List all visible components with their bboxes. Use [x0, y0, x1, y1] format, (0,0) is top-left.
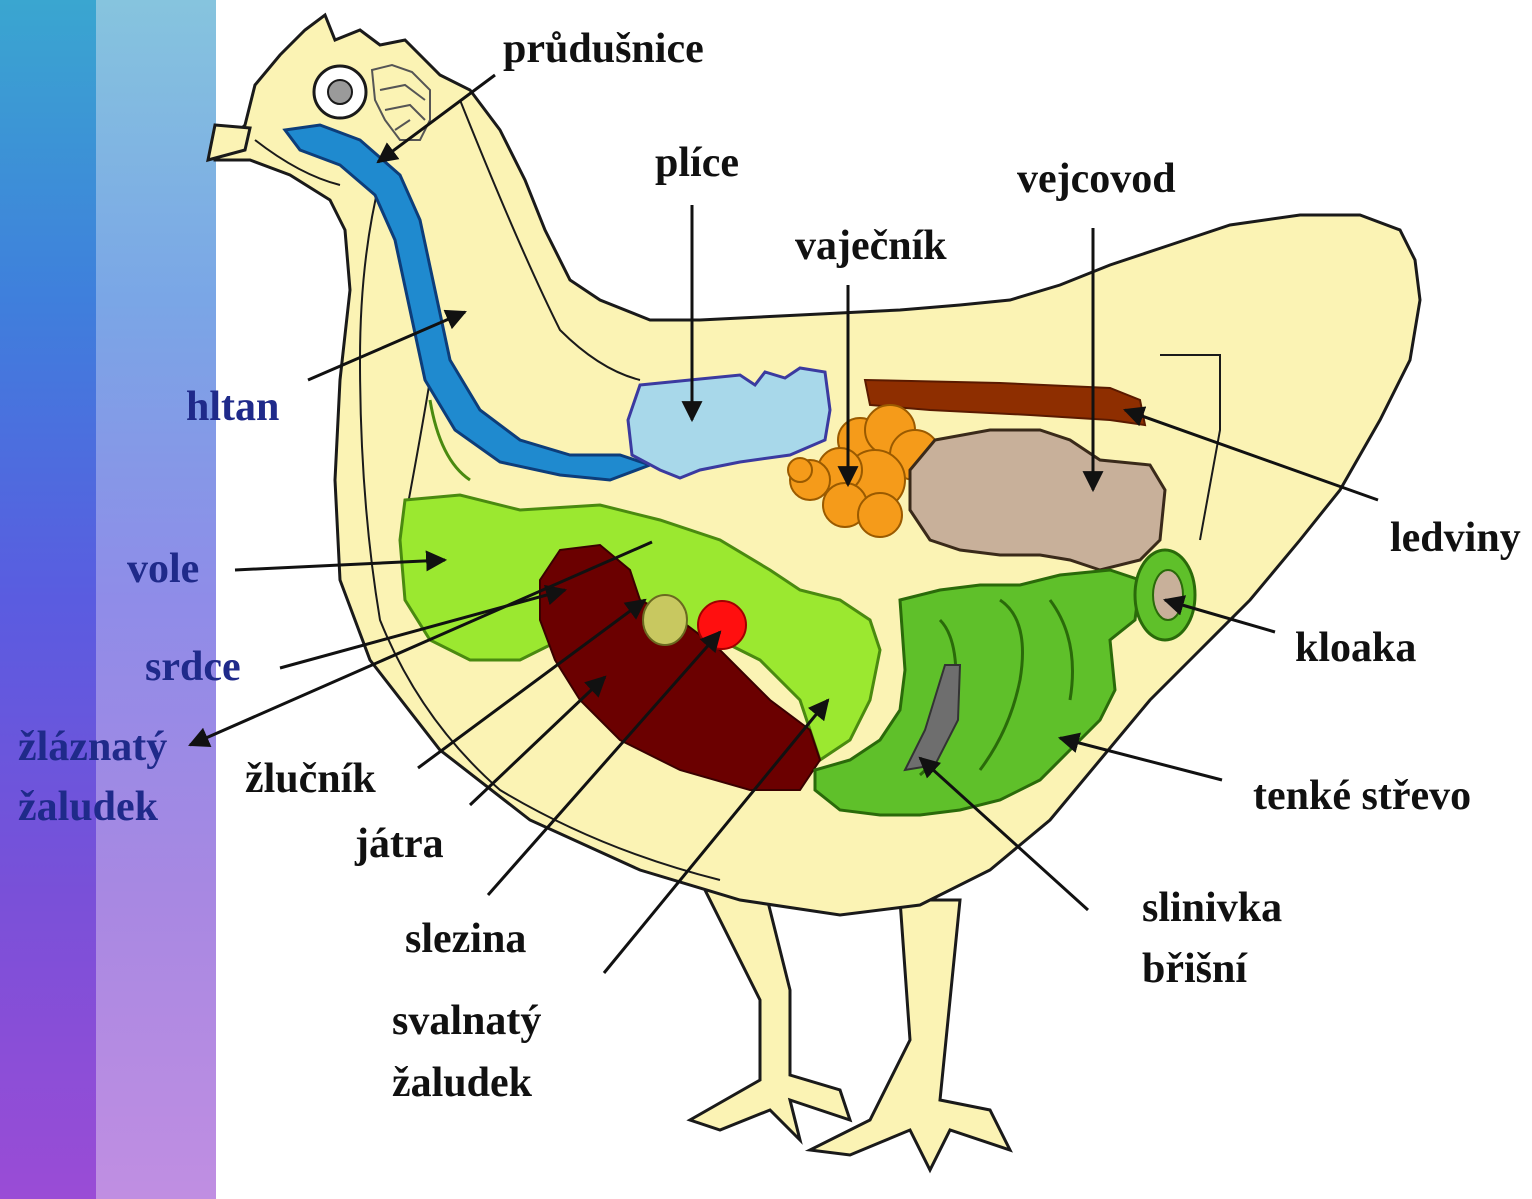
label-vajecnik: vaječník	[795, 225, 947, 267]
label-tenke-strevo: tenké střevo	[1253, 775, 1471, 817]
label-kloaka: kloaka	[1295, 627, 1416, 669]
label-slinivka-1: slinivka	[1142, 887, 1282, 929]
cloaca-shape	[1135, 550, 1195, 640]
label-zlaznaty-2: žaludek	[18, 786, 158, 828]
label-hltan: hltan	[186, 386, 279, 428]
spleen-shape	[698, 601, 746, 649]
label-vejcovod: vejcovod	[1017, 158, 1176, 200]
label-svalnaty-2: žaludek	[392, 1062, 532, 1104]
label-pruduSnice: průdušnice	[503, 28, 704, 70]
label-srdce: srdce	[145, 646, 241, 688]
eye	[314, 66, 366, 118]
label-jatra: játra	[355, 823, 444, 865]
label-svalnaty-1: svalnatý	[392, 1000, 541, 1042]
label-slezina: slezina	[405, 918, 526, 960]
label-plice: plíce	[655, 142, 739, 184]
label-ledviny: ledviny	[1390, 517, 1521, 559]
label-zlaznaty-1: žláznatý	[18, 726, 167, 768]
label-zlucnik: žlučník	[245, 758, 376, 800]
label-vole: vole	[127, 548, 199, 590]
label-slinivka-2: břišní	[1142, 948, 1247, 990]
gallbladder-shape	[643, 595, 687, 645]
